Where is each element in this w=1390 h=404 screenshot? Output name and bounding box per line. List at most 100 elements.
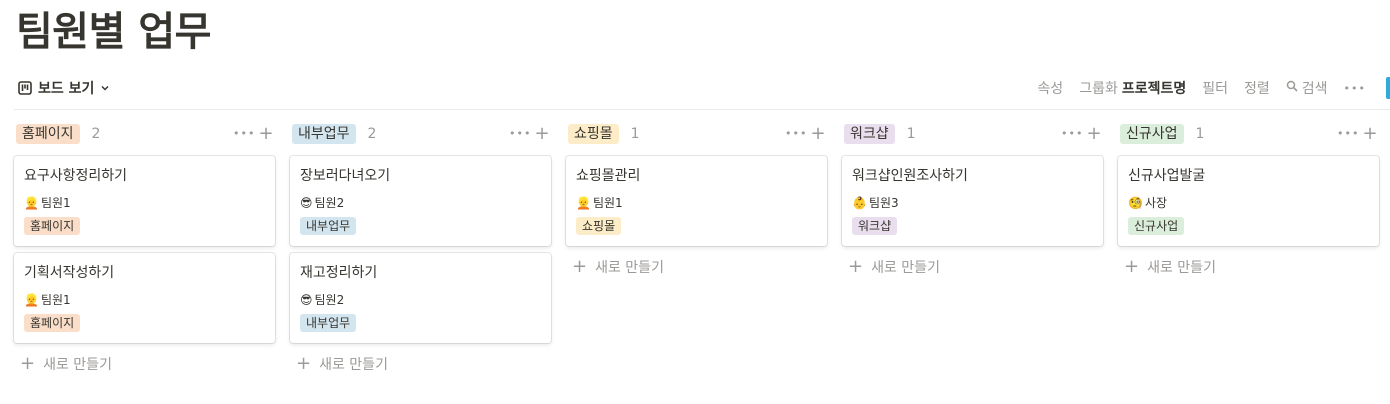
board-card[interactable]: 장보러다녀오기 😎 팀원2 내부업무 xyxy=(290,156,551,246)
assignee-name: 사장 xyxy=(1144,196,1168,210)
new-card-label: 새로 만들기 xyxy=(595,260,664,276)
column-tag[interactable]: 쇼핑몰 xyxy=(568,124,619,144)
card-title: 쇼핑몰관리 xyxy=(576,168,641,184)
add-card-icon[interactable]: + xyxy=(1362,123,1378,144)
board-card[interactable]: 신규사업발굴 🧐 사장 신규사업 xyxy=(1118,156,1379,246)
board-icon xyxy=(18,81,32,95)
card-assignee: 👱 팀원1 xyxy=(24,195,265,211)
assignee-name: 팀원1 xyxy=(40,196,71,210)
card-assignee: 👱 팀원1 xyxy=(576,195,817,211)
new-card-button[interactable]: + 새로 만들기 xyxy=(842,253,1103,281)
add-card-icon[interactable]: + xyxy=(258,123,274,144)
new-button-edge[interactable] xyxy=(1386,77,1390,99)
card-tag: 신규사업 xyxy=(1128,217,1185,235)
avatar: 😎 xyxy=(300,196,313,210)
view-switch-button[interactable]: 보드 보기 xyxy=(14,76,114,100)
view-switch-label: 보드 보기 xyxy=(38,81,95,97)
new-card-label: 새로 만들기 xyxy=(871,260,940,276)
board-column: 쇼핑몰 1 ••• + 쇼핑몰관리 👱 팀원1 쇼핑몰 + 새로 만들기 xyxy=(566,122,827,378)
assignee-name: 팀원2 xyxy=(314,196,345,210)
card-tag: 홈페이지 xyxy=(24,314,81,332)
column-count: 1 xyxy=(906,126,916,142)
board-card[interactable]: 재고정리하기 😎 팀원2 내부업무 xyxy=(290,253,551,343)
plus-icon: + xyxy=(20,353,36,374)
card-title: 기획서작성하기 xyxy=(24,265,115,281)
card-assignee: 😎 팀원2 xyxy=(300,195,541,211)
avatar: 👱 xyxy=(24,293,39,307)
plus-icon: + xyxy=(848,256,864,277)
add-card-icon[interactable]: + xyxy=(810,123,826,144)
chevron-down-icon xyxy=(100,83,110,93)
column-count: 2 xyxy=(91,126,101,142)
card-title: 요구사항정리하기 xyxy=(24,168,128,184)
avatar: 🧐 xyxy=(1128,196,1143,210)
column-count: 2 xyxy=(367,126,377,142)
assignee-name: 팀원1 xyxy=(592,196,623,210)
group-button[interactable]: 그룹화 프로젝트명 xyxy=(1079,78,1186,98)
more-options-icon[interactable]: ••• xyxy=(1343,81,1366,95)
card-tag: 내부업무 xyxy=(300,314,357,332)
plus-icon: + xyxy=(572,256,588,277)
column-header: 내부업무 2 ••• + xyxy=(290,122,551,146)
new-card-button[interactable]: + 새로 만들기 xyxy=(290,350,551,378)
page-title: 팀원별 업무 xyxy=(16,9,211,55)
search-label: 검색 xyxy=(1301,81,1328,97)
new-card-button[interactable]: + 새로 만들기 xyxy=(566,253,827,281)
card-tag: 워크샵 xyxy=(852,217,898,235)
board-card[interactable]: 기획서작성하기 👱 팀원1 홈페이지 xyxy=(14,253,275,343)
more-options-icon[interactable]: ••• xyxy=(509,127,532,140)
new-card-button[interactable]: + 새로 만들기 xyxy=(1118,253,1379,281)
column-tag[interactable]: 내부업무 xyxy=(292,124,356,144)
card-assignee: 🧐 사장 xyxy=(1128,195,1369,211)
divider xyxy=(14,109,1390,110)
board-column: 워크샵 1 ••• + 워크샵인원조사하기 👶 팀원3 워크샵 + 새로 만들기 xyxy=(842,122,1103,378)
column-header: 홈페이지 2 ••• + xyxy=(14,122,275,146)
assignee-name: 팀원3 xyxy=(868,196,899,210)
more-options-icon[interactable]: ••• xyxy=(785,127,808,140)
board-card[interactable]: 요구사항정리하기 👱 팀원1 홈페이지 xyxy=(14,156,275,246)
more-options-icon[interactable]: ••• xyxy=(233,127,256,140)
new-card-label: 새로 만들기 xyxy=(43,357,112,373)
toolbar: 보드 보기 속성 그룹화 프로젝트명 필터 정렬 검색 ••• xyxy=(14,76,1390,100)
assignee-name: 팀원2 xyxy=(314,293,345,307)
column-header: 쇼핑몰 1 ••• + xyxy=(566,122,827,146)
group-value: 프로젝트명 xyxy=(1121,81,1187,97)
column-tag[interactable]: 신규사업 xyxy=(1120,124,1184,144)
avatar: 👶 xyxy=(852,196,867,210)
properties-button[interactable]: 속성 xyxy=(1037,81,1064,97)
avatar: 😎 xyxy=(300,293,313,307)
column-tag[interactable]: 홈페이지 xyxy=(16,124,80,144)
board-column: 홈페이지 2 ••• + 요구사항정리하기 👱 팀원1 홈페이지 기획서작성하기… xyxy=(14,122,275,378)
column-header: 워크샵 1 ••• + xyxy=(842,122,1103,146)
card-title: 재고정리하기 xyxy=(300,265,378,281)
board-column: 신규사업 1 ••• + 신규사업발굴 🧐 사장 신규사업 + 새로 만들기 xyxy=(1118,122,1379,378)
add-card-icon[interactable]: + xyxy=(1086,123,1102,144)
card-assignee: 👶 팀원3 xyxy=(852,195,1093,211)
more-options-icon[interactable]: ••• xyxy=(1337,127,1360,140)
add-card-icon[interactable]: + xyxy=(534,123,550,144)
plus-icon: + xyxy=(1124,256,1140,277)
group-label: 그룹화 xyxy=(1079,81,1118,97)
board-card[interactable]: 워크샵인원조사하기 👶 팀원3 워크샵 xyxy=(842,156,1103,246)
column-header: 신규사업 1 ••• + xyxy=(1118,122,1379,146)
card-title: 장보러다녀오기 xyxy=(300,168,391,184)
search-button[interactable]: 검색 xyxy=(1286,78,1328,98)
more-options-icon[interactable]: ••• xyxy=(1061,127,1084,140)
new-card-button[interactable]: + 새로 만들기 xyxy=(14,350,275,378)
card-tag: 홈페이지 xyxy=(24,217,81,235)
card-assignee: 👱 팀원1 xyxy=(24,292,265,308)
sort-button[interactable]: 정렬 xyxy=(1244,81,1270,97)
column-tag[interactable]: 워크샵 xyxy=(844,124,895,144)
search-icon xyxy=(1286,80,1298,96)
board-column: 내부업무 2 ••• + 장보러다녀오기 😎 팀원2 내부업무 재고정리하기 😎… xyxy=(290,122,551,378)
card-tag: 내부업무 xyxy=(300,217,357,235)
card-tag: 쇼핑몰 xyxy=(576,217,622,235)
card-assignee: 😎 팀원2 xyxy=(300,292,541,308)
avatar: 👱 xyxy=(24,196,39,210)
new-card-label: 새로 만들기 xyxy=(1147,260,1216,276)
filter-button[interactable]: 필터 xyxy=(1202,81,1228,97)
card-title: 워크샵인원조사하기 xyxy=(852,168,968,184)
board-card[interactable]: 쇼핑몰관리 👱 팀원1 쇼핑몰 xyxy=(566,156,827,246)
board: 홈페이지 2 ••• + 요구사항정리하기 👱 팀원1 홈페이지 기획서작성하기… xyxy=(14,122,1379,378)
plus-icon: + xyxy=(296,353,312,374)
